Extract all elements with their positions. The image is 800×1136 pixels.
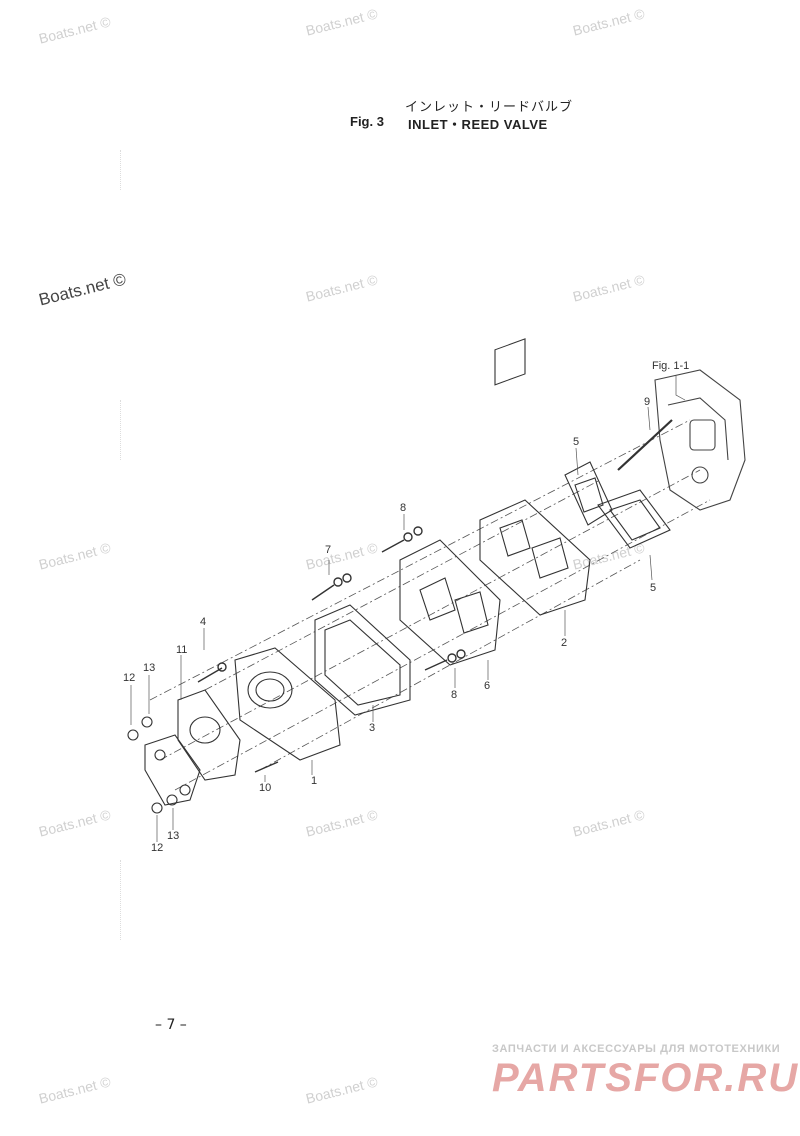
callout-5: 5 [573, 436, 580, 448]
callout-4: 4 [200, 616, 207, 628]
gasket-11 [177, 689, 241, 781]
figure-label: Fig. 3 [350, 114, 384, 129]
leader-lines [130, 375, 686, 842]
margin-dots [120, 860, 123, 940]
callout-12: 12 [151, 842, 164, 854]
reference-label: Fig. 1-1 [652, 360, 690, 372]
figure-title: INLET・REED VALVE [408, 117, 548, 132]
reed-plate-2 [479, 338, 591, 616]
title-japanese: インレット・リードバルブ [405, 100, 574, 115]
callout-2: 2 [561, 637, 568, 649]
callout-7: 7 [325, 544, 332, 556]
callout-8: 8 [400, 502, 407, 514]
intake-fitting [144, 734, 201, 806]
callout-8: 8 [451, 689, 458, 701]
callout-12: 12 [123, 672, 136, 684]
callout-3: 3 [369, 722, 376, 734]
callout-10: 10 [259, 782, 272, 794]
reed-valve-5 [564, 461, 671, 549]
callout-5: 5 [650, 582, 657, 594]
margin-dots [120, 150, 123, 190]
callout-11: 11 [176, 644, 188, 656]
page-number: – 7 – [155, 1017, 187, 1033]
callout-6: 6 [484, 680, 491, 692]
footer-logo: PARTSFOR.RU [492, 1056, 800, 1100]
callout-13: 13 [167, 830, 180, 842]
cover-3 [314, 604, 411, 716]
margin-dots [120, 400, 123, 460]
callout-13: 13 [143, 662, 156, 674]
callout-1: 1 [311, 775, 318, 787]
stud-9 [617, 419, 673, 471]
nuts [127, 716, 178, 814]
manifold-1 [234, 647, 341, 761]
footer-tagline: ЗАПЧАСТИ И АКСЕССУАРЫ ДЛЯ МОТОТЕХНИКИ [492, 1043, 781, 1055]
bolts [197, 526, 466, 773]
callout-9: 9 [644, 396, 651, 408]
engine-block [654, 369, 746, 511]
gasket-6 [399, 539, 501, 666]
